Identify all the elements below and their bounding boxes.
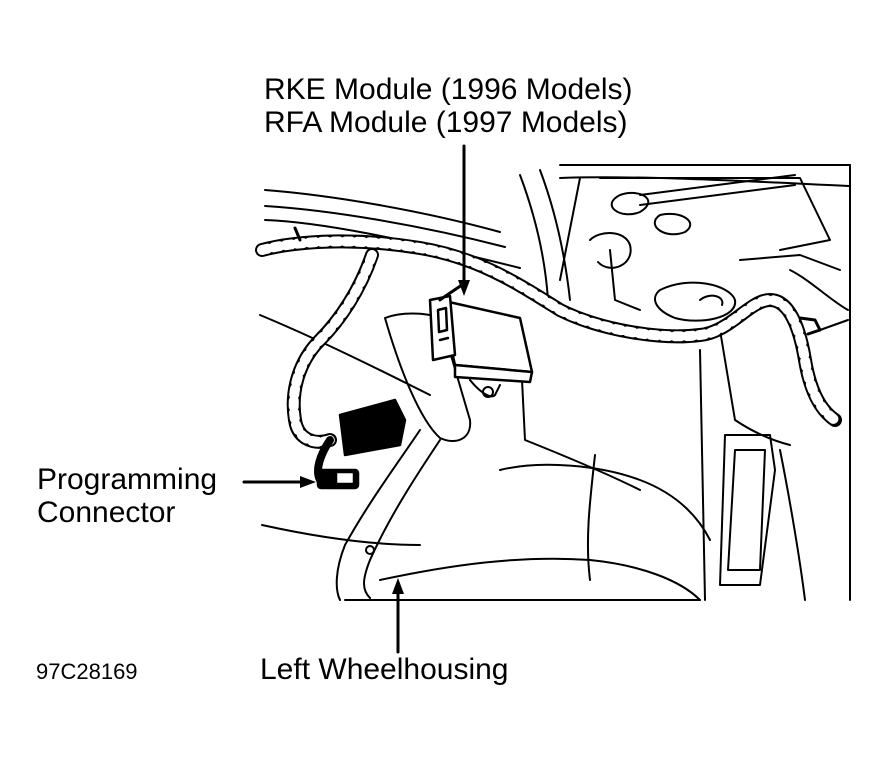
leader-lines	[242, 144, 466, 654]
body-structure	[264, 164, 851, 601]
quarter-panel	[259, 314, 806, 601]
wheelhousing-arrow-head	[392, 578, 404, 594]
rfa-module-label: RFA Module (1997 Models)	[264, 106, 628, 139]
programming-arrow-head	[300, 476, 316, 488]
rke-module-label: RKE Module (1996 Models)	[264, 73, 633, 106]
branch-harness-inner	[288, 250, 377, 447]
arrow-heads	[300, 280, 470, 594]
left-wheelhousing-label: Left Wheelhousing	[260, 653, 509, 686]
module-bracket	[384, 312, 501, 442]
figure-code: 97C28169	[36, 659, 138, 684]
programming-connector-label-line1: Programming	[37, 463, 218, 496]
rke-module	[428, 294, 534, 384]
wiring-harness	[255, 234, 842, 427]
programming-connector-label-line2: Connector	[37, 496, 176, 529]
wiring-harness-inner	[257, 236, 840, 425]
connector-bundle	[314, 398, 407, 490]
rke-arrow-head	[458, 280, 470, 296]
